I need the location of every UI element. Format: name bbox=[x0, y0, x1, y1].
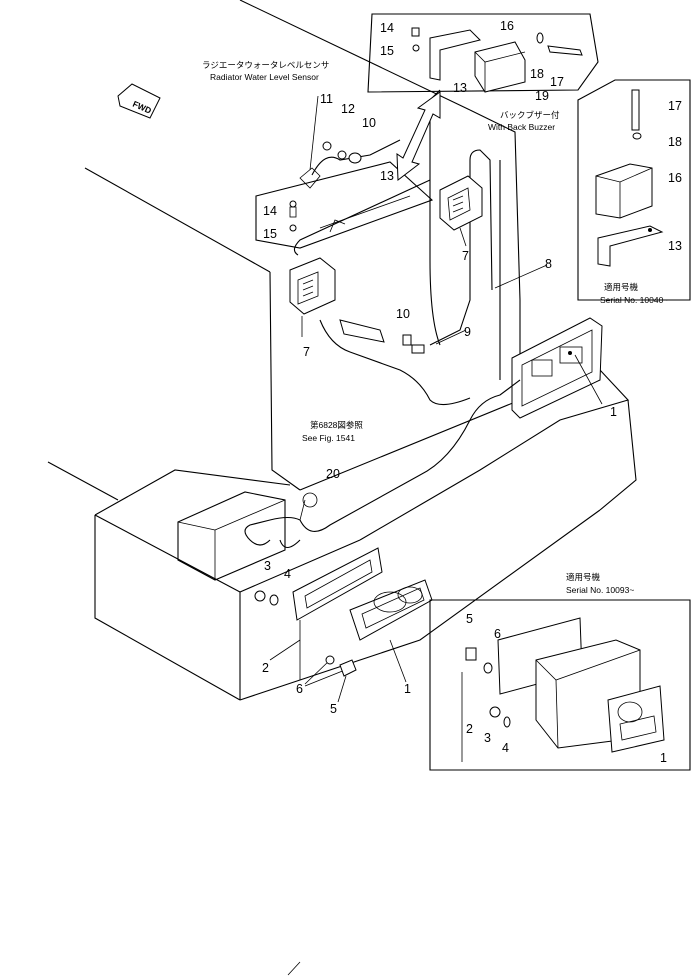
callout: 6 bbox=[494, 627, 501, 641]
callout: 1 bbox=[660, 751, 667, 765]
callout: 19 bbox=[535, 89, 549, 103]
callout: 13 bbox=[380, 169, 394, 183]
callout: 14 bbox=[263, 204, 277, 218]
callout: 2 bbox=[466, 722, 473, 736]
callout: 13 bbox=[668, 239, 682, 253]
leader-lines bbox=[269, 227, 603, 687]
callout: 15 bbox=[380, 44, 394, 58]
callout: 11 bbox=[320, 92, 333, 106]
radiator-sensor bbox=[299, 95, 401, 189]
inset-serial-10093 bbox=[429, 599, 691, 771]
callout: 10 bbox=[396, 307, 410, 321]
callout: 1 bbox=[404, 682, 411, 696]
pointer-arrow bbox=[396, 91, 441, 181]
machine-body bbox=[47, 0, 637, 701]
callout: 16 bbox=[500, 19, 514, 33]
callout-numbers: 14 15 16 18 17 13 19 11 12 10 13 14 15 1… bbox=[262, 19, 682, 765]
inset-bottom-serial: Serial No. 10093~ bbox=[566, 585, 634, 595]
callout: 17 bbox=[550, 75, 564, 89]
work-lamp-right bbox=[439, 175, 483, 231]
callout: 6 bbox=[296, 682, 303, 696]
fasteners-lower bbox=[254, 590, 357, 703]
callout: 3 bbox=[264, 559, 271, 573]
callout: 14 bbox=[380, 21, 394, 35]
callout: 3 bbox=[484, 731, 491, 745]
fwd-arrow-icon bbox=[117, 83, 161, 119]
buzzer-caption-jp: バックブザー付 bbox=[500, 110, 560, 120]
callout: 5 bbox=[330, 702, 337, 716]
see-fig-caption-en: See Fig. 1541 bbox=[302, 433, 355, 443]
inset-top-serial: Serial No. 10040~ bbox=[600, 295, 668, 305]
callout: 7 bbox=[303, 345, 310, 359]
rear-lamp-lower bbox=[292, 547, 433, 641]
see-fig-caption-jp: 第6828図参照 bbox=[310, 420, 363, 430]
inset-buzzer bbox=[367, 13, 599, 93]
callout: 1 bbox=[610, 405, 617, 419]
inset-serial-10040 bbox=[577, 79, 691, 301]
radiator-sensor-caption-jp: ラジエータウォータレベルセンサ bbox=[202, 60, 329, 70]
buzzer-caption-en: With Back Buzzer bbox=[488, 122, 555, 132]
callout: 8 bbox=[545, 257, 552, 271]
callout: 13 bbox=[453, 81, 467, 95]
callout: 12 bbox=[341, 102, 355, 116]
callout: 4 bbox=[502, 741, 509, 755]
callout: 5 bbox=[466, 612, 473, 626]
callout: 10 bbox=[362, 116, 376, 130]
callout: 15 bbox=[263, 227, 277, 241]
callout: 16 bbox=[668, 171, 682, 185]
callout: 2 bbox=[262, 661, 269, 675]
work-lamp-left bbox=[289, 257, 336, 315]
callout: 18 bbox=[668, 135, 682, 149]
rear-lamp-upper bbox=[511, 317, 603, 419]
callout: 4 bbox=[284, 567, 291, 581]
callout: 7 bbox=[462, 249, 469, 263]
callout: 17 bbox=[668, 99, 682, 113]
bracket-panel bbox=[255, 161, 434, 249]
callout: 18 bbox=[530, 67, 544, 81]
inset-bottom-caption-jp: 適用号機 bbox=[566, 572, 601, 582]
callout: 9 bbox=[464, 325, 471, 339]
inset-top-caption-jp: 適用号機 bbox=[604, 282, 639, 292]
callout: 20 bbox=[326, 467, 340, 481]
radiator-sensor-caption-en: Radiator Water Level Sensor bbox=[210, 72, 319, 82]
wiring-harness bbox=[244, 89, 521, 549]
connector-10 bbox=[339, 319, 425, 354]
